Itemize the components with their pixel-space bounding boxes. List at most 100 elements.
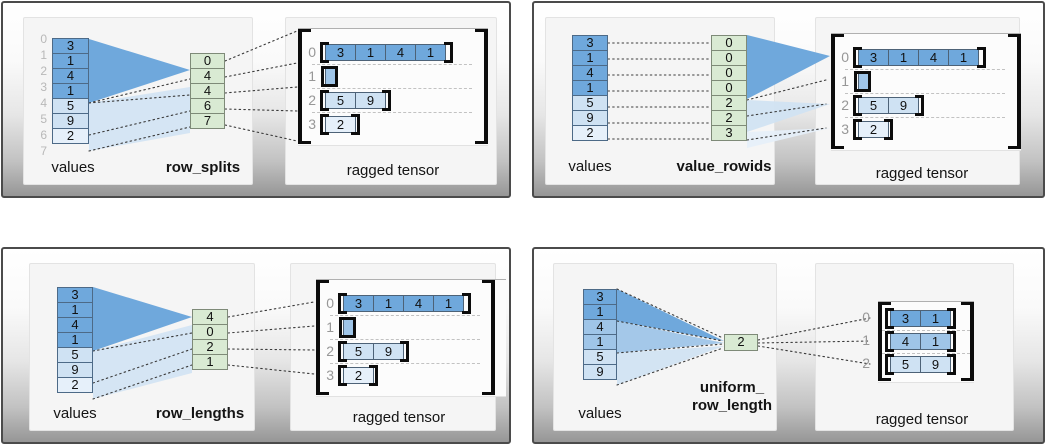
tensor-cell: 9 [920,356,951,373]
tensor-cell: 1 [920,310,951,327]
row-separator [312,112,472,113]
param-label: value_rowids [676,158,772,175]
tensor-cell: 5 [858,97,889,114]
value-index: 1 [40,48,47,62]
uniform-row-length-cell: 2 [724,334,758,351]
tensor-cell: 2 [343,367,374,384]
tensor-cell: 1 [888,49,919,66]
param-cell: 0 [192,324,228,340]
row-separator [330,315,480,316]
param-label: row_splits [165,159,241,176]
param-cell: 2 [724,334,758,351]
row-separator [845,117,1005,118]
tensor-cell: 1 [373,295,404,312]
tensor-cell: 3 [858,49,889,66]
tensor-row: 4 1 [890,333,951,350]
row-label: 1 [862,332,870,348]
param-label-line1: uniform_ [699,379,765,396]
row-separator [845,93,1005,94]
row-label: 3 [326,367,334,383]
param-cell: 1 [192,354,228,370]
tensor-cell: 3 [343,295,374,312]
row-open-bracket [320,114,329,135]
row-separator [882,353,970,354]
row-close-bracket [977,47,986,68]
tensor-row: 5 9 [858,97,919,114]
row-close-bracket [351,114,360,135]
row-open-bracket [320,42,329,63]
value-cell: 1 [572,50,608,66]
row-label: 2 [308,92,316,108]
row-open-bracket [885,308,894,329]
param-cell: 0 [711,80,747,96]
tensor-cell: 3 [890,310,921,327]
tensor-cell: 1 [433,295,464,312]
tensor-label: ragged tensor [875,165,969,182]
row-close-bracket [444,42,453,63]
param-label-line2: row_length [691,397,773,414]
value-index: 6 [40,128,47,142]
row-close-bracket [947,354,956,375]
row-close-bracket [884,119,893,140]
tensor-close-bracket [961,302,974,381]
ragged-tensor: 0 1 2 3 3 1 4 1 5 9 2 [298,28,488,146]
row-open-bracket [853,95,862,116]
row-open-bracket [338,293,347,314]
param-cell: 3 [711,125,747,141]
param-label: row_lengths [155,405,245,422]
row-label: 1 [308,68,316,84]
value-index: 7 [40,144,47,158]
tensor-row: 5 9 [890,356,951,373]
values-column: 3 1 4 1 5 9 [583,289,617,380]
tensor-close-bracket [1008,34,1021,149]
tensor-cell: 9 [888,97,919,114]
value-cell: 4 [52,68,89,84]
value-cell: 1 [52,83,89,99]
tensor-open-bracket [316,280,329,395]
values-label: values [568,158,612,175]
tensor-row: 2 [343,367,374,384]
param-cell: 7 [190,113,225,129]
row-label: 3 [841,121,849,137]
values-label: values [51,159,95,176]
value-cell: 1 [52,53,89,69]
tensor-cell: 3 [325,44,356,61]
param-cell: 0 [190,53,225,69]
tensor-cell: 5 [890,356,921,373]
panel-row-lengths: 3 1 4 1 5 9 2 4 0 2 1 values row_lengths… [1,247,511,444]
row-label: 2 [841,97,849,113]
ragged-tensor: 3 1 4 1 5 9 [878,301,974,383]
tensor-row: 3 1 4 1 [325,44,446,61]
row-label: 0 [841,49,849,65]
values-column: 3 1 4 1 5 9 2 [52,38,89,144]
row-open-bracket [338,365,347,386]
tensor-label: ragged tensor [346,162,440,179]
value-index: 4 [40,96,47,110]
row-close-bracket [462,293,471,314]
value-cell: 4 [572,65,608,81]
row-close-bracket [382,90,391,111]
tensor-cell: 4 [385,44,416,61]
panel-value-rowids: 3 1 4 1 5 9 2 0 0 0 0 2 2 3 values value… [532,1,1045,198]
values-column: 3 1 4 1 5 9 2 [57,287,93,393]
param-cell: 4 [190,83,225,99]
value-cell: 9 [57,362,93,378]
row-separator [312,64,472,65]
row-open-bracket [854,71,863,92]
param-cell: 2 [711,110,747,126]
param-cell: 0 [711,35,747,51]
param-cell: 4 [190,68,225,84]
row-close-bracket [947,331,956,352]
param-cell: 0 [711,50,747,66]
value-cell: 9 [583,364,617,380]
tensor-cell: 2 [858,121,889,138]
row-separator [330,339,480,340]
value-cell: 3 [583,289,617,305]
tensor-cell: 1 [415,44,446,61]
value-cell: 3 [57,287,93,303]
row-open-bracket [338,341,347,362]
value-index: 0 [40,32,47,46]
tensor-open-bracket [878,302,891,381]
panel-row-splits: 0 1 2 3 4 5 6 7 3 1 4 1 5 9 2 0 4 4 6 7 … [1,1,511,198]
